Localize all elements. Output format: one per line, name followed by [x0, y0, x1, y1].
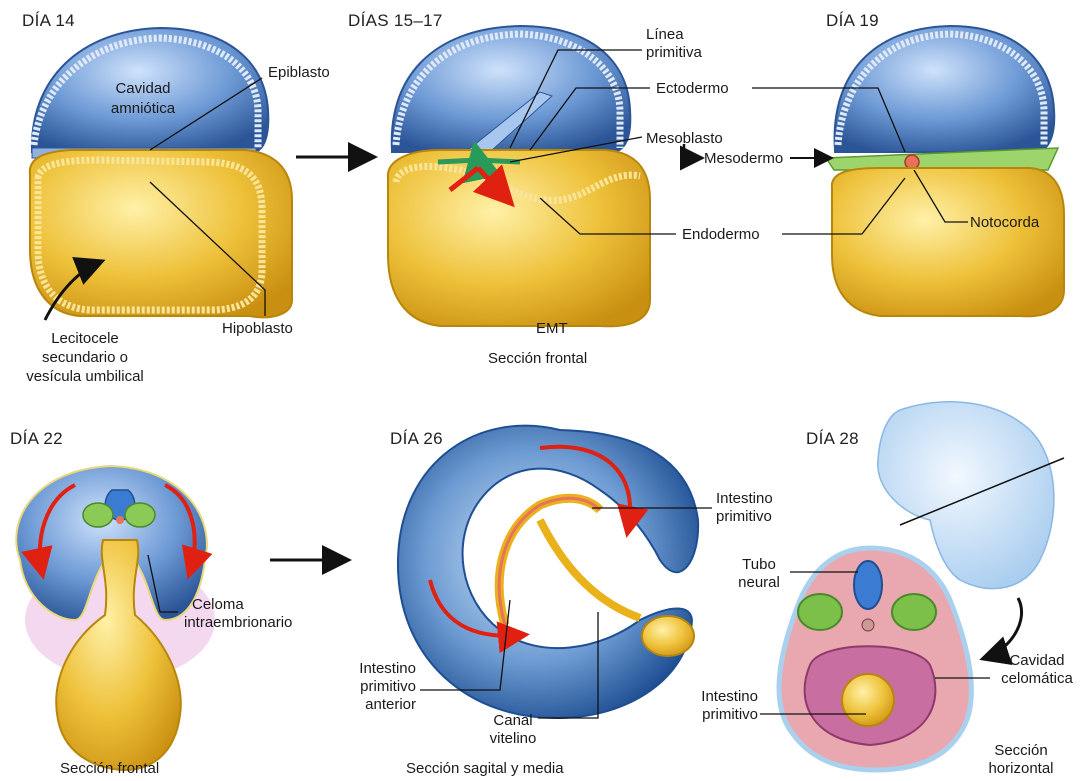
endoderm-label: Endodermo — [682, 226, 760, 243]
vitelline-label-2: vitelino — [478, 730, 548, 747]
day15-title: DÍAS 15–17 — [348, 12, 443, 29]
panel-day14-drawing — [30, 28, 292, 320]
ectoderm-label: Ectodermo — [656, 80, 729, 97]
primitive-line-label-2: primitiva — [646, 44, 702, 61]
mesoderm-label: Mesodermo — [704, 150, 783, 167]
vitelline-label-1: Canal — [478, 712, 548, 729]
vitelline-duct — [540, 520, 640, 618]
somite-right — [125, 503, 155, 527]
yolk-label-1: Lecitocele — [10, 330, 160, 347]
cavity-label-2: amniótica — [88, 100, 198, 117]
gut-tube-curve — [499, 498, 600, 625]
section-horizontal-2: horizontal — [976, 760, 1066, 777]
day14-title: DÍA 14 — [22, 12, 75, 29]
yolk-sac — [832, 168, 1064, 316]
section-sagittal: Sección sagital y media — [406, 760, 564, 777]
gut-label-2: primitivo — [716, 508, 772, 525]
coelom-label-1: Celoma — [192, 596, 244, 613]
mesoblast-label: Mesoblasto — [646, 130, 723, 147]
panel-day19-drawing — [684, 26, 1064, 316]
neural-tube-label-2: neural — [724, 574, 794, 591]
notochord-label: Notocorda — [970, 214, 1039, 231]
coelomic-label-2: celomática — [990, 670, 1084, 687]
somite-right — [892, 594, 936, 630]
day22-title: DÍA 22 — [10, 430, 63, 447]
coelomic-label-1: Cavidad — [990, 652, 1084, 669]
arrow-to-section — [985, 598, 1022, 658]
day19-title: DÍA 19 — [826, 12, 879, 29]
gut28-label-1: Intestino — [666, 688, 758, 705]
epiblast-label: Epiblasto — [268, 64, 330, 81]
neural-tube-label-1: Tubo — [724, 556, 794, 573]
neural-tube — [854, 561, 882, 609]
section-frontal-top: Sección frontal — [488, 350, 587, 367]
gut28-label-2: primitivo — [666, 706, 758, 723]
yolk-label-2: secundario o — [10, 349, 160, 366]
day28-title: DÍA 28 — [806, 430, 859, 447]
gut-label-1: Intestino — [716, 490, 773, 507]
panel-day15-drawing — [388, 26, 676, 326]
section-frontal-bottom: Sección frontal — [60, 760, 159, 777]
panel-day28-drawing — [760, 402, 1064, 770]
primitive-line-label-1: Línea — [646, 26, 684, 43]
primitive-gut — [842, 674, 894, 726]
hypoblast-label: Hipoblasto — [222, 320, 293, 337]
coelom-label-2: intraembrionario — [184, 614, 292, 631]
somite-left — [83, 503, 113, 527]
day26-title: DÍA 26 — [390, 430, 443, 447]
somite-left — [798, 594, 842, 630]
notochord — [116, 516, 124, 524]
notochord — [905, 155, 919, 169]
notochord — [862, 619, 874, 631]
cavity-label-1: Cavidad — [88, 80, 198, 97]
gut-tube-inner — [499, 498, 600, 625]
panel-day26-drawing — [398, 426, 712, 718]
emt-label: EMT — [536, 320, 568, 337]
yolk-remnant — [642, 616, 694, 656]
foregut-label-2: primitivo — [330, 678, 416, 695]
embryo-c-shape — [398, 426, 698, 718]
foregut-label-1: Intestino — [330, 660, 416, 677]
amniotic-dome — [835, 26, 1055, 152]
section-horizontal-1: Sección — [976, 742, 1066, 759]
yolk-label-3: vesícula umbilical — [10, 368, 160, 385]
foregut-label-3: anterior — [330, 696, 416, 713]
